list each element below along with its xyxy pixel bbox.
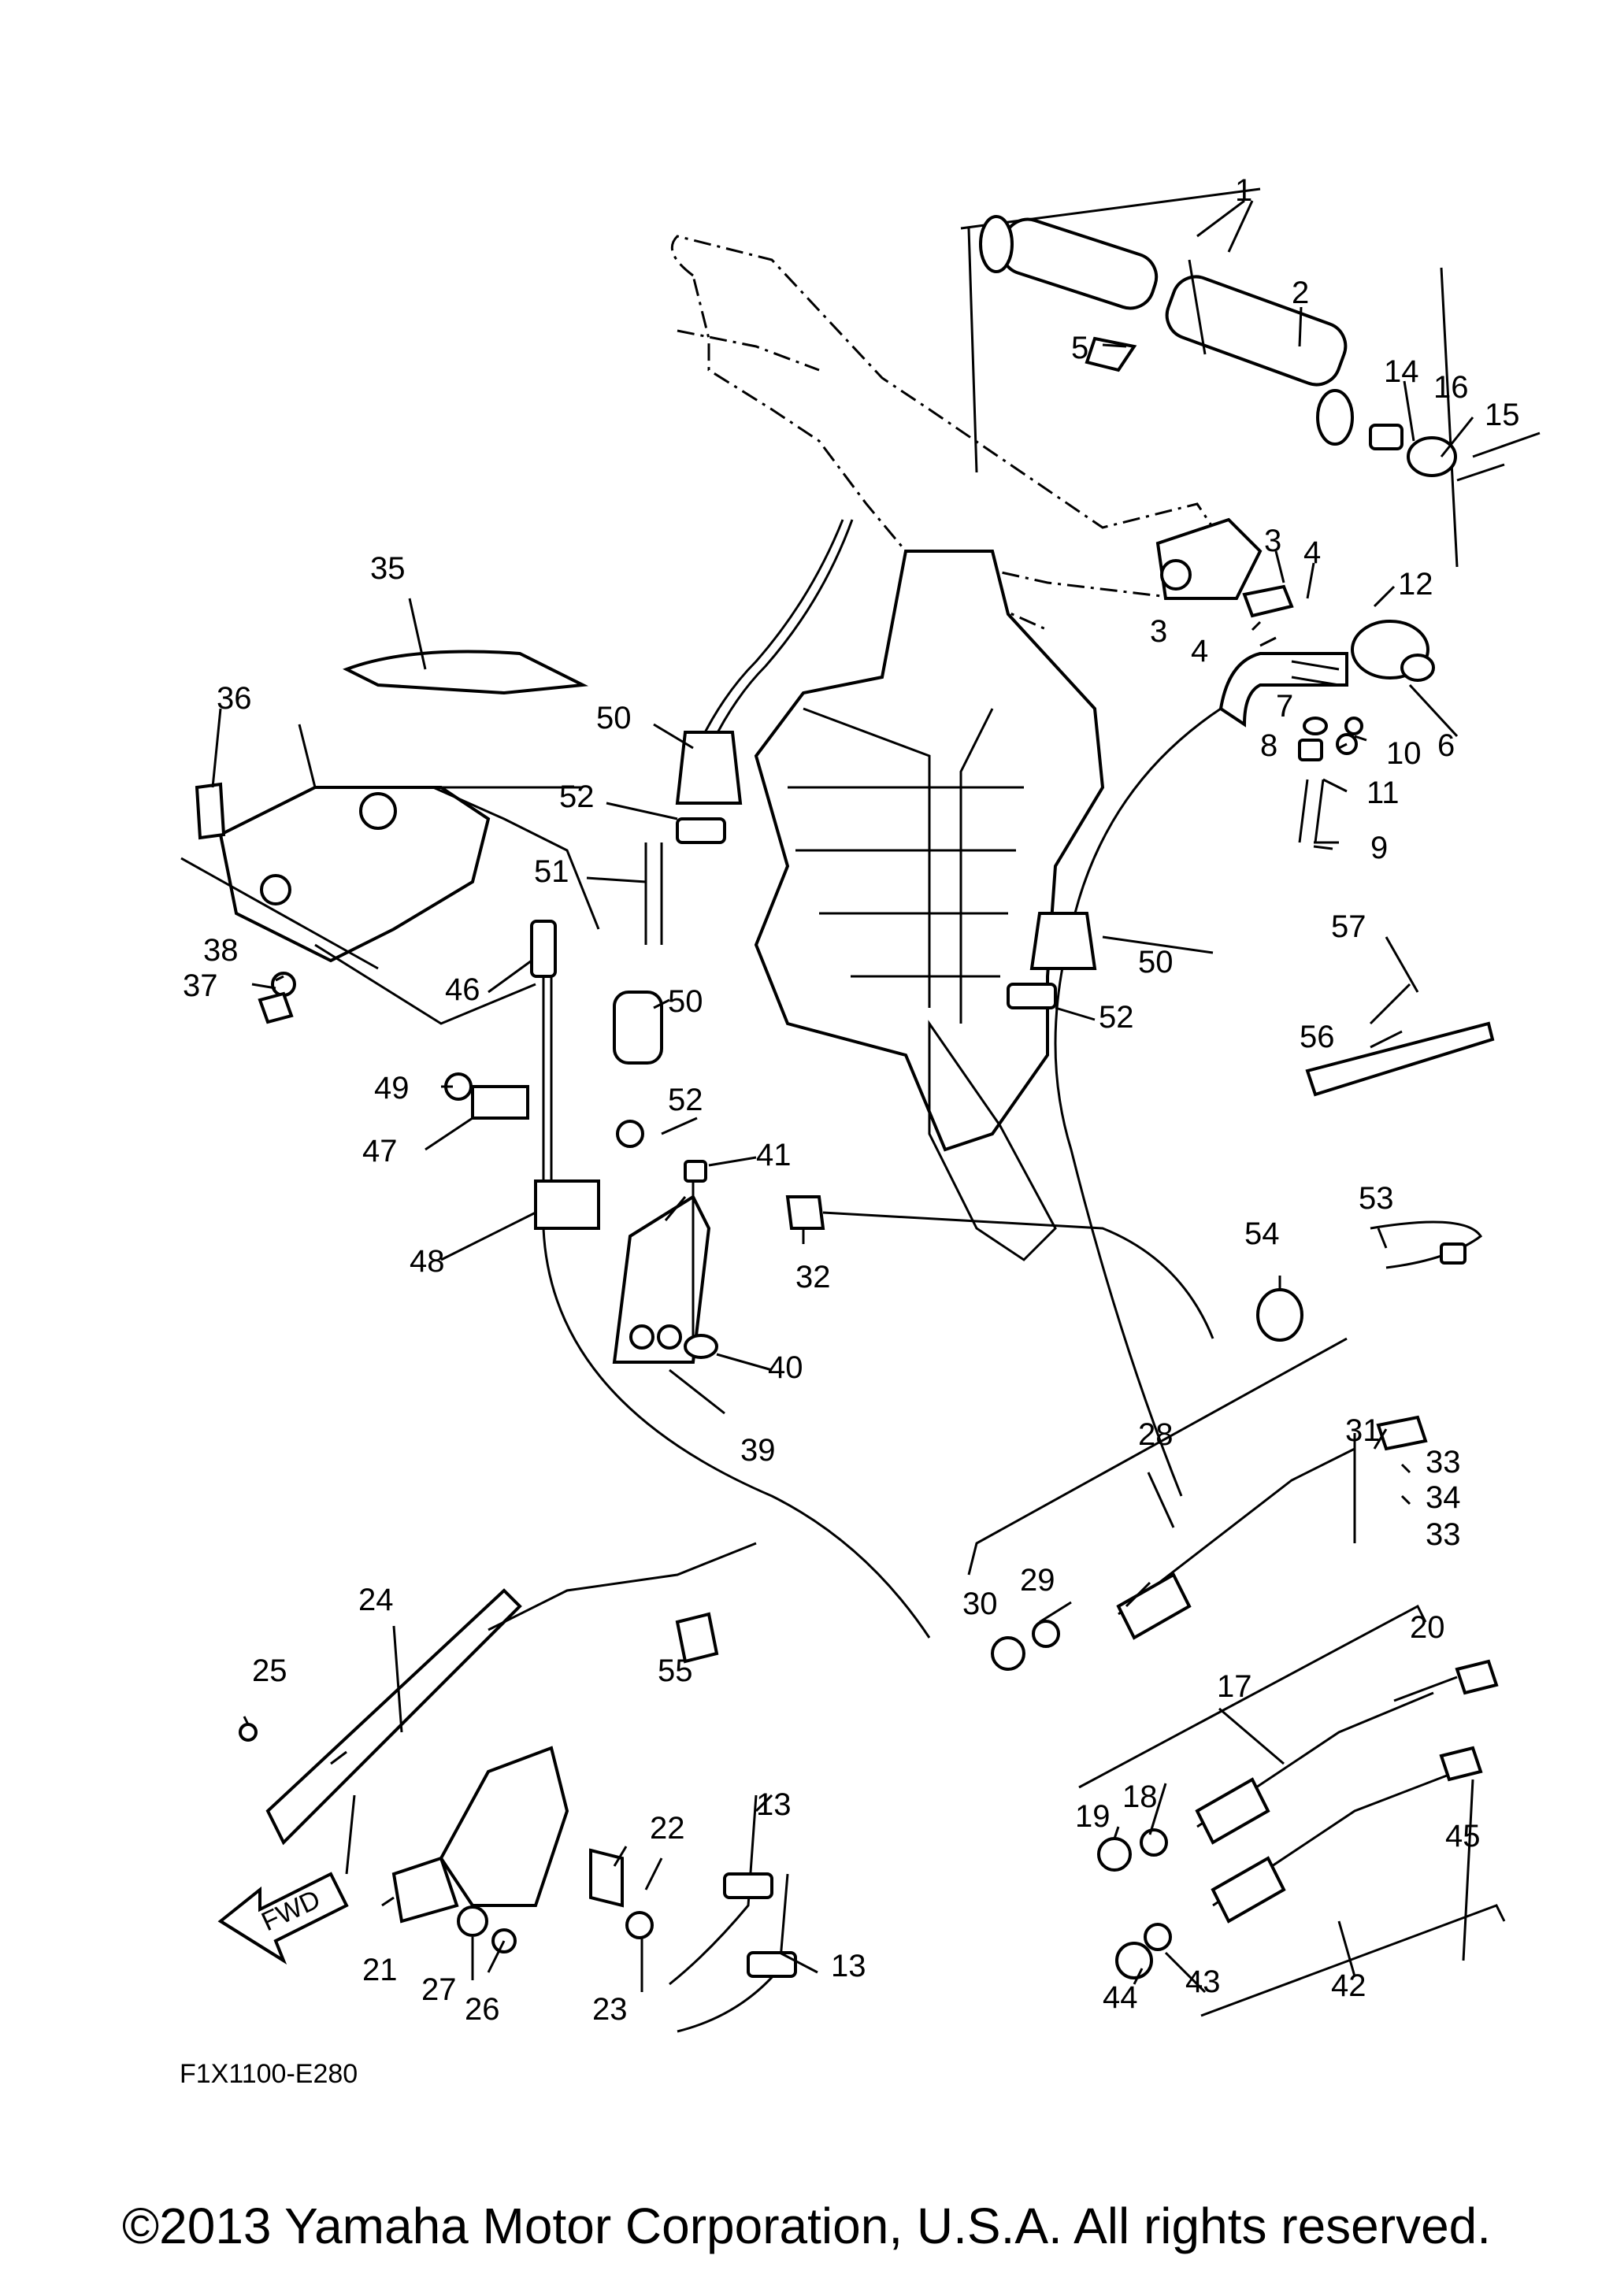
callout-52a: 52 <box>559 780 595 814</box>
callout-52b: 52 <box>1099 1000 1134 1035</box>
lower-bracket-assembly <box>239 1542 797 2033</box>
callout-37: 37 <box>183 968 218 1003</box>
callout-4b: 4 <box>1191 634 1208 668</box>
callout-50b: 50 <box>668 984 703 1019</box>
callout-26: 26 <box>465 1992 500 2027</box>
callout-5: 5 <box>1071 331 1088 365</box>
cable-assemblies <box>967 1337 1506 2017</box>
callout-8: 8 <box>1260 728 1277 763</box>
callout-31: 31 <box>1345 1413 1381 1448</box>
steering-column <box>754 550 1105 1261</box>
callout-51: 51 <box>534 854 569 889</box>
callout-16: 16 <box>1433 370 1469 405</box>
callout-13a: 13 <box>756 1787 792 1822</box>
fasteners <box>1256 983 1495 1342</box>
callout-45: 45 <box>1445 1819 1481 1853</box>
callouts: 1 2 3 3 4 4 5 6 7 8 9 10 11 12 13 13 14 … <box>183 173 1520 2027</box>
cable-bracket <box>612 991 718 1364</box>
callout-50c: 50 <box>1138 945 1174 980</box>
callout-54: 54 <box>1244 1217 1280 1251</box>
callout-27: 27 <box>421 1972 457 2007</box>
handlebar <box>670 235 1230 631</box>
callout-34: 34 <box>1426 1480 1461 1515</box>
throttle-cable-right <box>1007 707 1222 1497</box>
callout-39: 39 <box>740 1433 776 1468</box>
callout-11: 11 <box>1366 776 1400 810</box>
callout-40: 40 <box>768 1350 803 1385</box>
callout-10: 10 <box>1386 736 1422 771</box>
callout-15: 15 <box>1485 398 1520 432</box>
callout-57: 57 <box>1331 909 1366 944</box>
callout-42: 42 <box>1331 1968 1366 2003</box>
callout-48: 48 <box>410 1244 445 1279</box>
callout-50a: 50 <box>596 701 632 735</box>
callout-3a: 3 <box>1264 524 1281 558</box>
callout-29: 29 <box>1020 1563 1055 1598</box>
callout-23: 23 <box>592 1992 628 2027</box>
callout-22: 22 <box>650 1811 685 1846</box>
callout-28: 28 <box>1138 1417 1174 1452</box>
callout-1: 1 <box>1235 173 1252 208</box>
callout-52c: 52 <box>668 1083 703 1117</box>
callout-47: 47 <box>362 1134 398 1168</box>
callout-36: 36 <box>217 681 252 716</box>
callout-44: 44 <box>1103 1980 1138 2015</box>
callout-46: 46 <box>445 972 480 1007</box>
callout-6: 6 <box>1437 728 1455 763</box>
callout-41: 41 <box>756 1138 792 1172</box>
callout-30: 30 <box>962 1587 998 1621</box>
callout-20: 20 <box>1410 1610 1445 1645</box>
callout-12: 12 <box>1398 567 1433 602</box>
callout-24: 24 <box>358 1583 394 1617</box>
shift-cable <box>785 1195 1214 1339</box>
callout-14: 14 <box>1384 354 1419 389</box>
callout-35: 35 <box>370 551 406 586</box>
callout-4a: 4 <box>1303 535 1321 570</box>
callout-25: 25 <box>252 1653 287 1688</box>
callout-53: 53 <box>1359 1181 1394 1216</box>
callout-21: 21 <box>362 1953 398 1987</box>
leader-lines <box>211 199 1541 1994</box>
callout-33b: 33 <box>1426 1517 1461 1552</box>
shift-linkage <box>444 920 931 1639</box>
callout-3b: 3 <box>1150 614 1167 649</box>
callout-49: 49 <box>374 1071 410 1105</box>
left-control-bracket <box>180 650 600 1025</box>
callout-18: 18 <box>1122 1779 1158 1814</box>
callout-19: 19 <box>1075 1799 1111 1834</box>
throttle-cable-left <box>644 519 854 945</box>
callout-9: 9 <box>1370 831 1388 865</box>
callout-13b: 13 <box>831 1949 866 1983</box>
fwd-arrow-icon: FWD <box>217 1872 349 1965</box>
copyright-notice: ©2013 Yamaha Motor Corporation, U.S.A. A… <box>121 2198 1492 2254</box>
callout-17: 17 <box>1217 1669 1252 1704</box>
figure-code: F1X1100-E280 <box>180 2059 358 2089</box>
callout-7: 7 <box>1276 689 1293 724</box>
throttle-housing <box>1155 517 1435 843</box>
callout-43: 43 <box>1185 1965 1221 1999</box>
callout-2: 2 <box>1292 276 1309 310</box>
callout-55: 55 <box>658 1653 693 1688</box>
callout-33a: 33 <box>1426 1445 1461 1479</box>
callout-38: 38 <box>203 933 239 968</box>
callout-32: 32 <box>795 1260 831 1294</box>
callout-56: 56 <box>1300 1020 1335 1054</box>
